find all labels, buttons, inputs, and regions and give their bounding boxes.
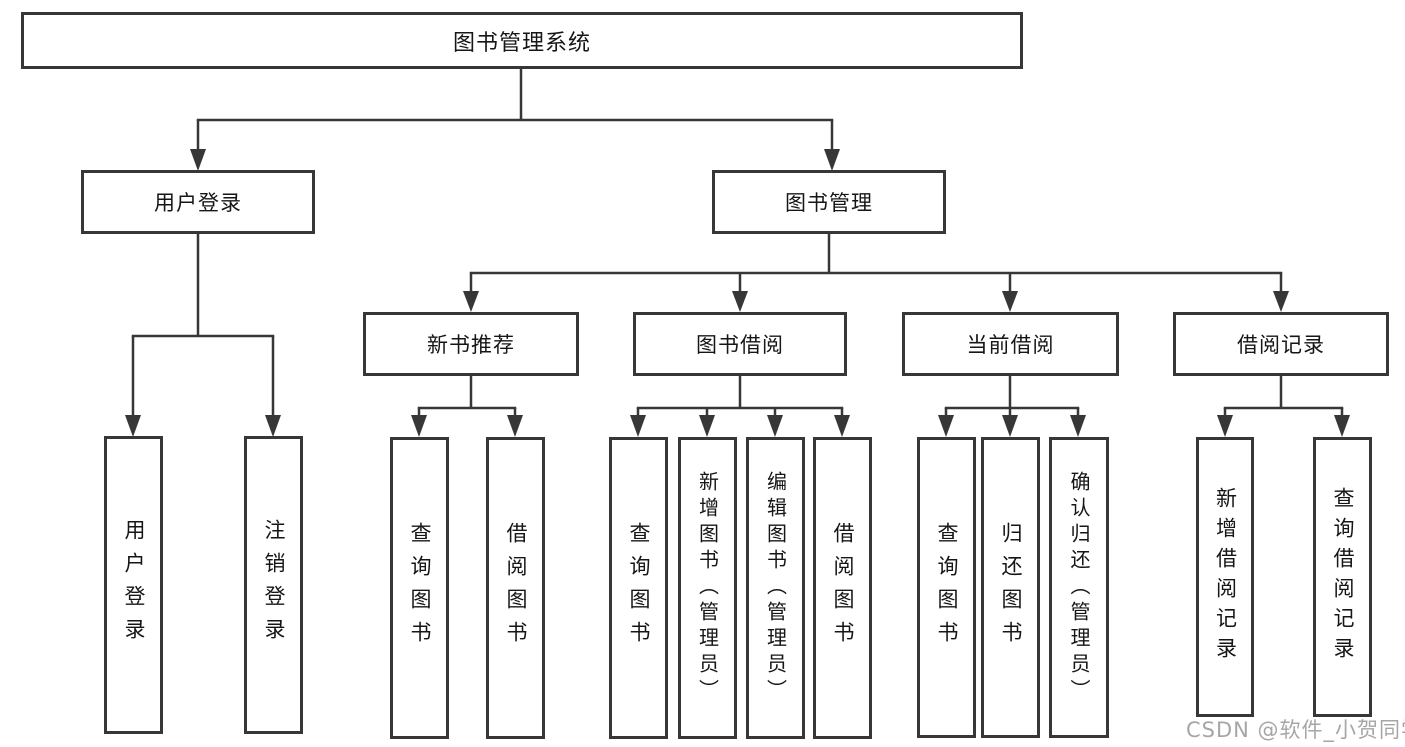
node-new-book-recommend: 新书推荐: [363, 312, 579, 376]
leaf-borrow-borrow-book: 借阅图书: [813, 437, 872, 739]
leaf-records-add-record: 新增借阅记录: [1196, 437, 1254, 717]
leaf-recommend-borrow-book: 借阅图书: [486, 437, 545, 739]
leaf-label: 注销登录: [262, 519, 286, 651]
leaf-label: 确认归还（管理员）: [1067, 470, 1091, 705]
csdn-watermark: CSDN @软件_小贺同学: [1186, 718, 1405, 742]
leaf-label: 借阅图书: [504, 522, 528, 654]
node-book-management: 图书管理: [712, 170, 946, 234]
node-label: 当前借阅: [966, 333, 1055, 357]
leaf-records-query-record: 查询借阅记录: [1313, 437, 1372, 717]
node-label: 用户登录: [154, 191, 242, 215]
node-label: 新书推荐: [427, 333, 515, 357]
leaf-user-login: 用户登录: [104, 436, 163, 734]
leaf-current-return-book: 归还图书: [981, 437, 1040, 738]
leaf-label: 查询图书: [935, 521, 959, 654]
leaf-label: 查询借阅记录: [1331, 487, 1355, 667]
leaf-borrow-add-book-admin: 新增图书（管理员）: [678, 437, 737, 739]
leaf-recommend-query-book: 查询图书: [390, 437, 449, 739]
leaf-label: 新增借阅记录: [1213, 487, 1238, 667]
node-label: 图书管理: [785, 191, 873, 215]
node-current-borrow: 当前借阅: [902, 312, 1119, 376]
leaf-borrow-edit-book-admin: 编辑图书（管理员）: [746, 437, 805, 739]
node-book-borrow: 图书借阅: [633, 312, 847, 376]
leaf-logout-login: 注销登录: [244, 436, 303, 734]
node-borrow-records: 借阅记录: [1173, 312, 1389, 376]
node-label: 图书借阅: [696, 333, 784, 357]
leaf-label: 用户登录: [122, 519, 146, 651]
leaf-label: 借阅图书: [831, 522, 855, 654]
node-label: 图书管理系统: [452, 30, 591, 56]
node-user-login: 用户登录: [81, 170, 315, 234]
leaf-label: 归还图书: [999, 521, 1023, 654]
leaf-label: 查询图书: [627, 522, 651, 654]
leaf-label: 查询图书: [408, 522, 432, 654]
node-library-management-system: 图书管理系统: [21, 12, 1023, 69]
leaf-current-confirm-return-admin: 确认归还（管理员）: [1049, 437, 1109, 738]
leaf-label: 新增图书（管理员）: [695, 471, 720, 705]
node-label: 借阅记录: [1237, 333, 1325, 357]
leaf-current-query-book: 查询图书: [917, 437, 976, 738]
leaf-borrow-query-book: 查询图书: [609, 437, 668, 739]
leaf-label: 编辑图书（管理员）: [763, 471, 788, 705]
